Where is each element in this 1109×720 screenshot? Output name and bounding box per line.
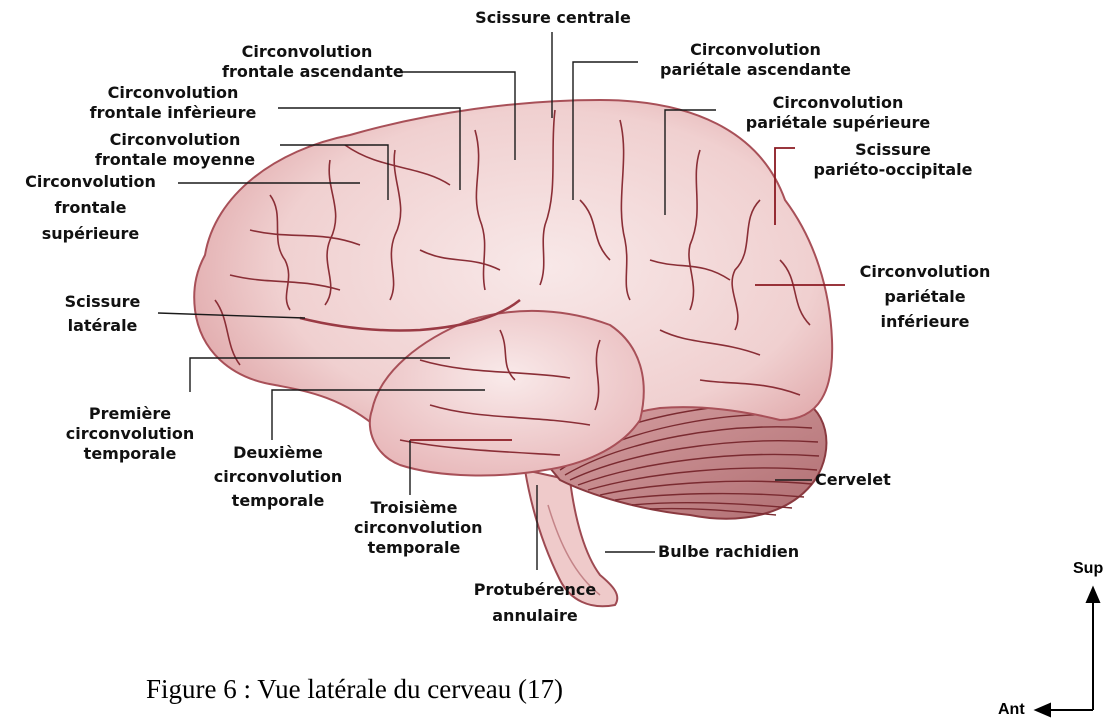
label-troisieme-circ-temporale: Troisième circonvolution temporale xyxy=(354,498,474,558)
orientation-arrows xyxy=(1036,588,1099,716)
figure-caption: Figure 6 : Vue latérale du cerveau (17) xyxy=(146,674,563,705)
orientation-sup-label: Sup xyxy=(1073,560,1103,578)
label-deuxieme-circ-temporale: Deuxième circonvolution temporale xyxy=(198,443,358,511)
label-scissure-centrale: Scissure centrale xyxy=(428,8,678,28)
label-circ-frontale-superieure: Circonvolution frontale supérieure xyxy=(3,172,178,244)
label-premiere-circ-temporale: Première circonvolution temporale xyxy=(55,404,205,464)
label-circ-frontale-inferieure: Circonvolution frontale infèrieure xyxy=(68,83,278,123)
label-circ-parietale-ascendante: Circonvolution pariétale ascendante xyxy=(638,40,873,80)
label-bulbe-rachidien: Bulbe rachidien xyxy=(658,542,799,562)
label-circ-frontale-moyenne: Circonvolution frontale moyenne xyxy=(70,130,280,170)
orientation-ant-label: Ant xyxy=(998,701,1025,719)
label-cervelet: Cervelet xyxy=(815,470,891,490)
label-circ-frontale-ascendante: Circonvolution frontale ascendante xyxy=(222,42,392,82)
label-circ-parietale-inferieure: Circonvolution pariétale inférieure xyxy=(840,262,1010,332)
label-scissure-parieto-occipitale: Scissure pariéto-occipitale xyxy=(793,140,993,180)
label-protuberance-annulaire: Protubérence annulaire xyxy=(455,580,615,626)
label-circ-parietale-superieure: Circonvolution pariétale supérieure xyxy=(718,93,958,133)
label-scissure-laterale: Scissure latérale xyxy=(45,292,160,336)
